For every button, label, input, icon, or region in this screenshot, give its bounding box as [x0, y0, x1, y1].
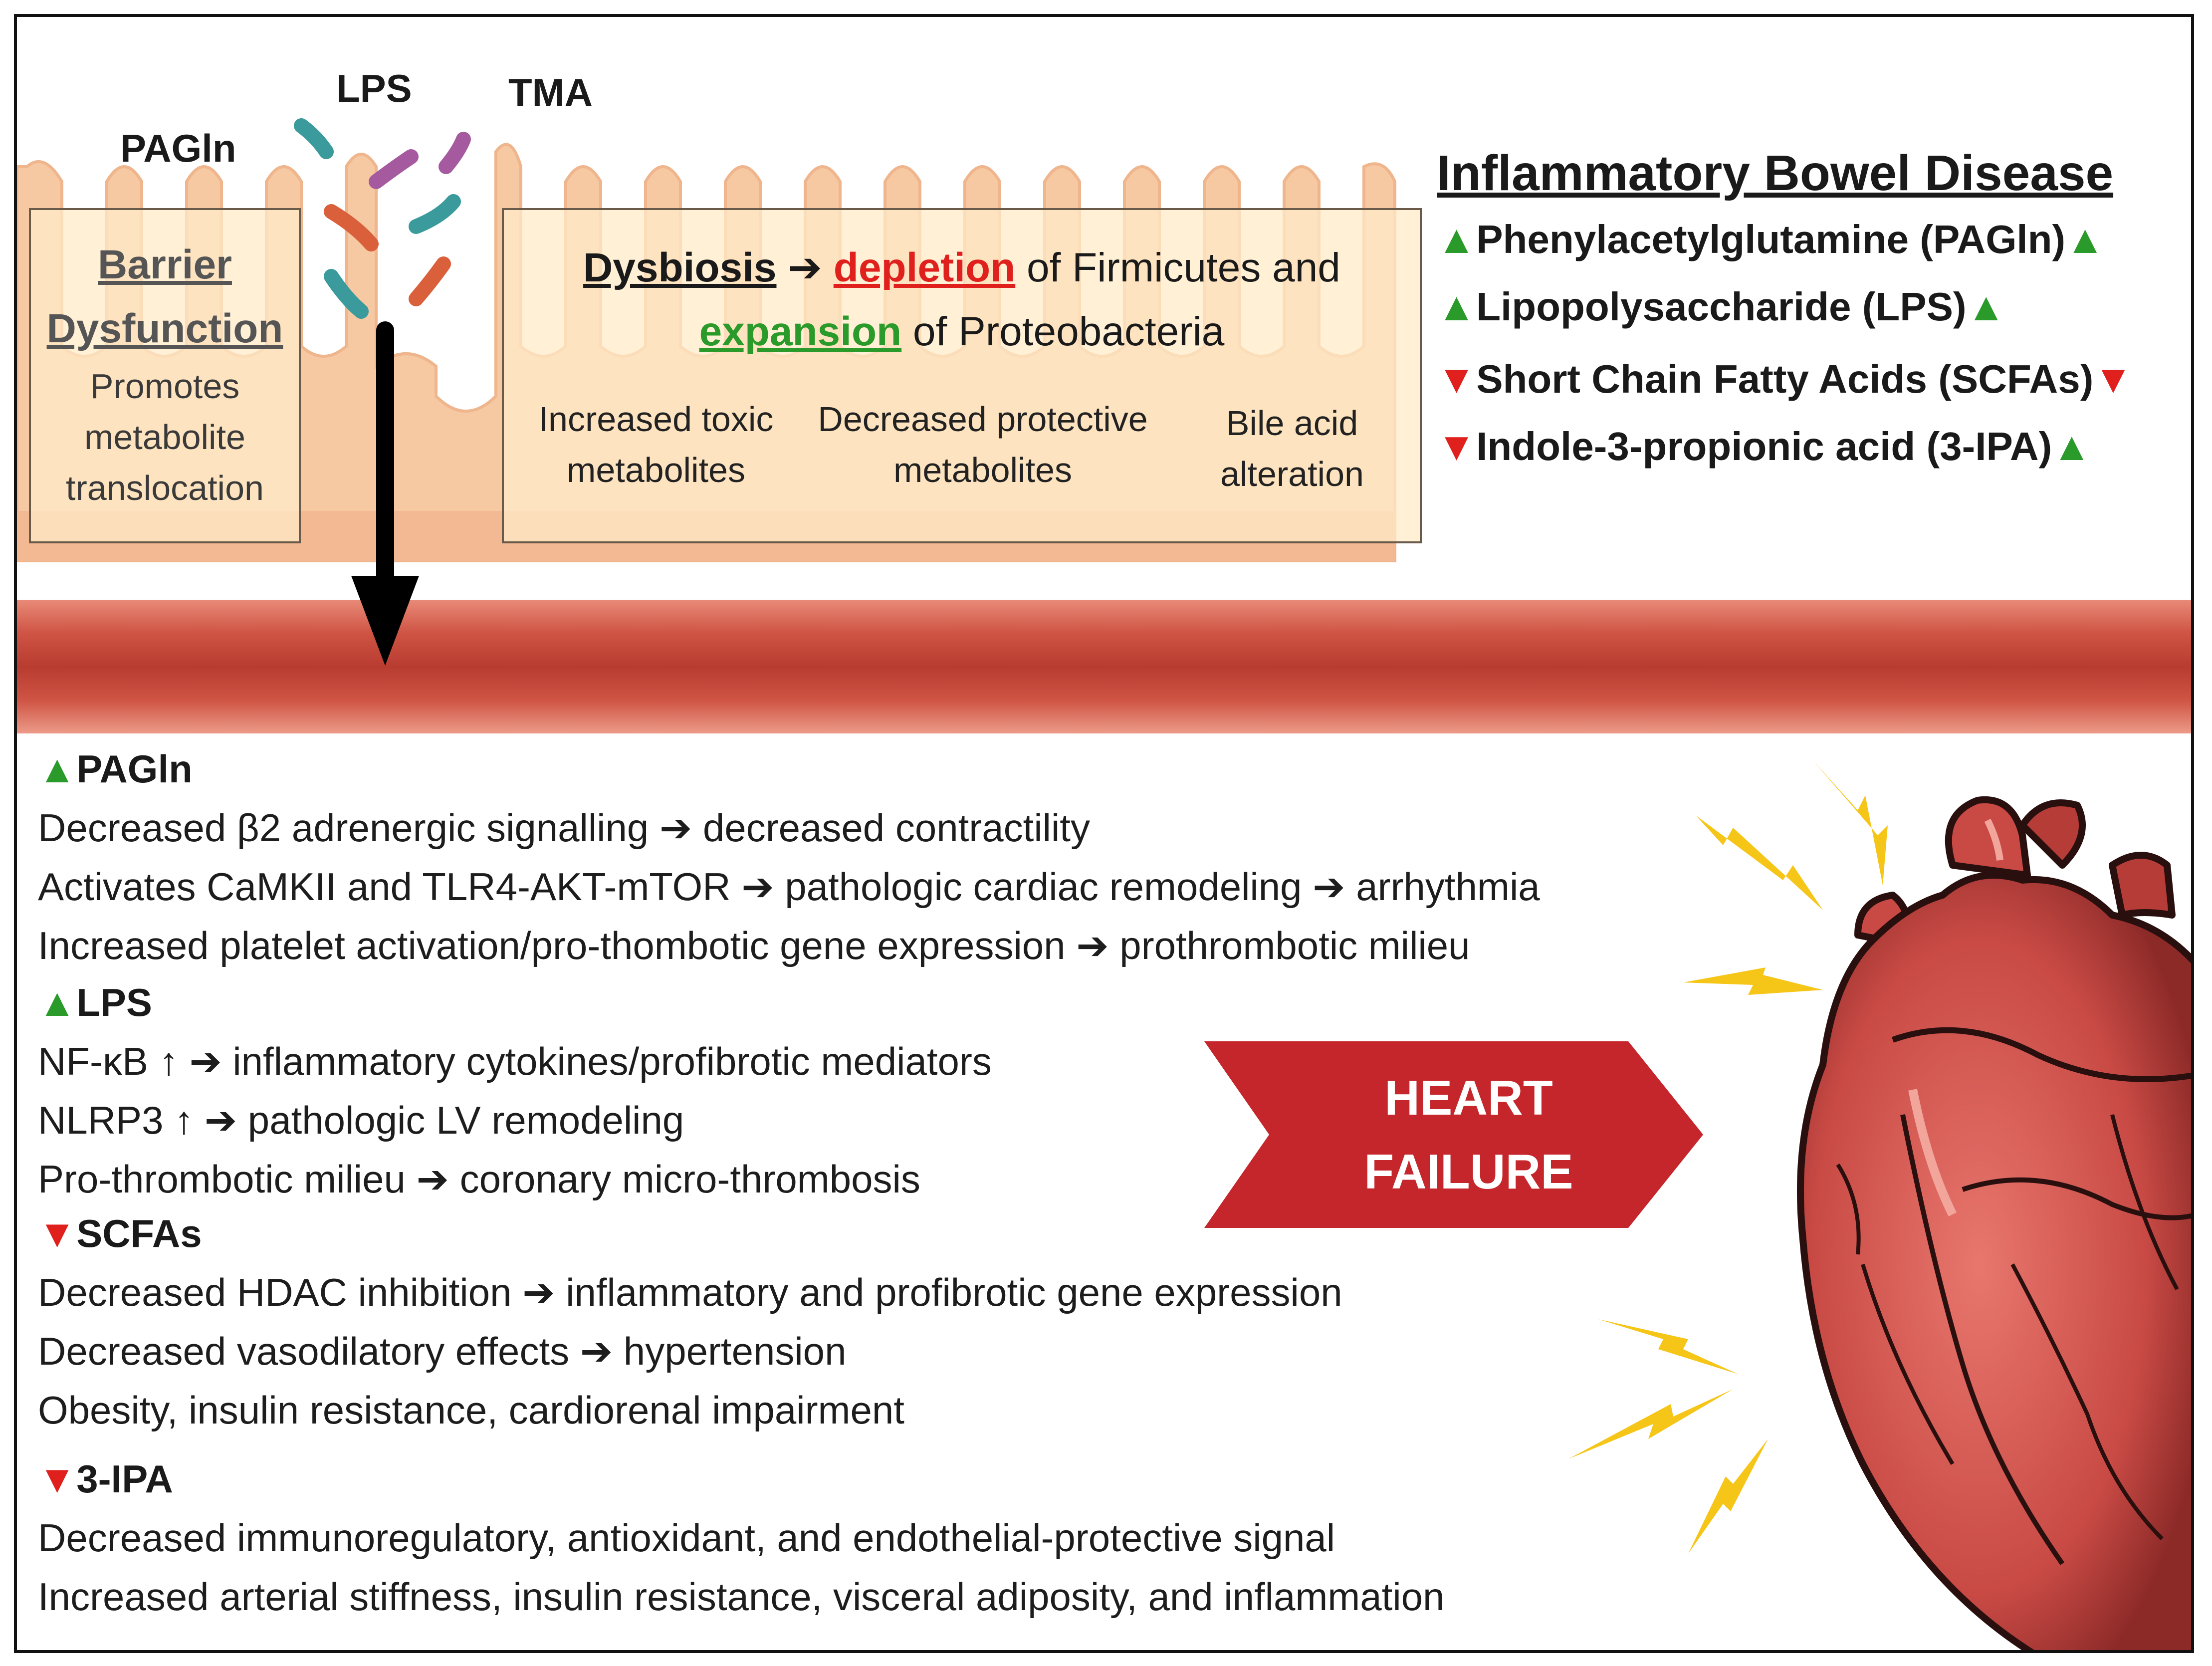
effect-line: NLRP3 ↑ ➔ pathologic LV remodeling: [38, 1098, 684, 1142]
lightning-bolts: [1568, 760, 1888, 1554]
ibd-item: ▼Short Chain Fatty Acids (SCFAs)▼: [1437, 356, 2133, 402]
effect-heading-label: PAGln: [76, 747, 193, 791]
translocation-arrow: [351, 321, 419, 666]
down-triangle-icon: ▼: [38, 1211, 77, 1255]
ibd-item-label: Phenylacetylglutamine (PAGln): [1476, 217, 2066, 261]
effect-line: Decreased β2 adrenergic signalling ➔ dec…: [38, 806, 1090, 850]
up-triangle-icon: ▲: [2052, 424, 2092, 469]
barrier-dysfunction-box: Barrier Dysfunction Promotes metabolite …: [29, 208, 301, 543]
effect-heading: ▲PAGln: [38, 746, 193, 792]
effect-heading: ▼3-IPA: [38, 1456, 173, 1502]
ibd-item-label: Indole-3-propionic acid (3-IPA): [1476, 424, 2052, 469]
up-triangle-icon: ▲: [2065, 217, 2105, 261]
effect-line: Activates CaMKII and TLR4-AKT-mTOR ➔ pat…: [38, 865, 1540, 909]
effect-line: Decreased immunoregulatory, antioxidant,…: [38, 1516, 1335, 1560]
bile-line2: alteration: [1220, 455, 1364, 493]
effect-line: Decreased HDAC inhibition ➔ inflammatory…: [38, 1270, 1342, 1314]
ibd-item-label: Short Chain Fatty Acids (SCFAs): [1476, 357, 2094, 401]
ibd-item: ▼Indole-3-propionic acid (3-IPA)▲: [1437, 424, 2091, 470]
ibd-title: Inflammatory Bowel Disease: [1437, 145, 2114, 201]
barrier-title-line2: Dysfunction: [46, 306, 283, 351]
effect-line: NF-κB ↑ ➔ inflammatory cytokines/profibr…: [38, 1039, 992, 1083]
protective-line1: Decreased protective: [818, 400, 1148, 439]
effect-heading-label: 3-IPA: [76, 1457, 173, 1501]
dysbiosis-line1-rest: of Firmicutes and: [1027, 245, 1340, 290]
dysbiosis-col-protective: Decreased protective metabolites: [803, 394, 1162, 495]
heart-failure-line1: HEART: [1384, 1070, 1553, 1125]
protective-line2: metabolites: [893, 451, 1072, 489]
dysbiosis-arrow: ➔: [788, 245, 822, 290]
ibd-item: ▲Phenylacetylglutamine (PAGln)▲: [1437, 217, 2105, 262]
heart-illustration: [1797, 796, 2191, 1650]
label-tma: TMA: [508, 70, 593, 114]
heart-failure-banner: [1204, 1041, 1703, 1228]
bile-line1: Bile acid: [1226, 404, 1358, 443]
down-triangle-icon: ▼: [2093, 357, 2133, 401]
effect-line: Increased arterial stiffness, insulin re…: [38, 1575, 1445, 1619]
barrier-title-line1: Barrier: [98, 242, 232, 287]
effect-heading: ▲LPS: [38, 980, 152, 1025]
effect-line: Decreased vasodilatory effects ➔ hyperte…: [38, 1329, 847, 1373]
ibd-item: ▲Lipopolysaccharide (LPS)▲: [1437, 284, 2006, 330]
label-lps: LPS: [336, 66, 412, 110]
depletion-label: depletion: [833, 245, 1016, 290]
effect-line: Pro-thrombotic milieu ➔ coronary micro-t…: [38, 1157, 920, 1201]
up-triangle-icon: ▲: [38, 980, 77, 1024]
figure-frame: LPS TMA PAGln Barrier Dysfunction Promot…: [14, 14, 2194, 1653]
up-triangle-icon: ▲: [1437, 217, 1477, 261]
dysbiosis-line2: expansion of Proteobacteria: [504, 300, 1420, 364]
toxic-line2: metabolites: [567, 451, 745, 489]
label-pagln: PAGln: [120, 126, 236, 170]
up-triangle-icon: ▲: [38, 747, 77, 791]
dysbiosis-col-toxic: Increased toxic metabolites: [524, 394, 788, 495]
down-triangle-icon: ▼: [1437, 357, 1477, 401]
up-triangle-icon: ▲: [1437, 284, 1477, 329]
down-triangle-icon: ▼: [38, 1457, 77, 1501]
effect-heading-label: SCFAs: [76, 1211, 202, 1255]
effect-line: Obesity, insulin resistance, cardiorenal…: [38, 1388, 904, 1432]
dysbiosis-box: Dysbiosis ➔ depletion of Firmicutes and …: [502, 208, 1422, 543]
barrier-body-line2: metabolite: [84, 418, 245, 457]
barrier-body-line3: translocation: [66, 469, 264, 507]
effect-heading-label: LPS: [76, 980, 152, 1024]
ibd-item-label: Lipopolysaccharide (LPS): [1476, 284, 1967, 329]
down-triangle-icon: ▼: [1437, 424, 1477, 469]
dysbiosis-col-bile: Bile acid alteration: [1182, 398, 1402, 499]
expansion-label: expansion: [699, 309, 902, 354]
dysbiosis-line1: Dysbiosis ➔ depletion of Firmicutes and: [504, 236, 1420, 300]
blood-vessel: [17, 600, 2191, 733]
up-triangle-icon: ▲: [1966, 284, 2006, 329]
barrier-body-line1: Promotes: [90, 367, 240, 406]
dysbiosis-line2-rest: of Proteobacteria: [912, 309, 1225, 354]
effect-heading: ▼SCFAs: [38, 1211, 202, 1256]
effect-line: Increased platelet activation/pro-thombo…: [38, 924, 1470, 967]
dysbiosis-label: Dysbiosis: [583, 245, 777, 290]
heart-failure-line2: FAILURE: [1364, 1144, 1573, 1199]
toxic-line1: Increased toxic: [538, 400, 774, 439]
bacteria-group: [294, 118, 471, 319]
